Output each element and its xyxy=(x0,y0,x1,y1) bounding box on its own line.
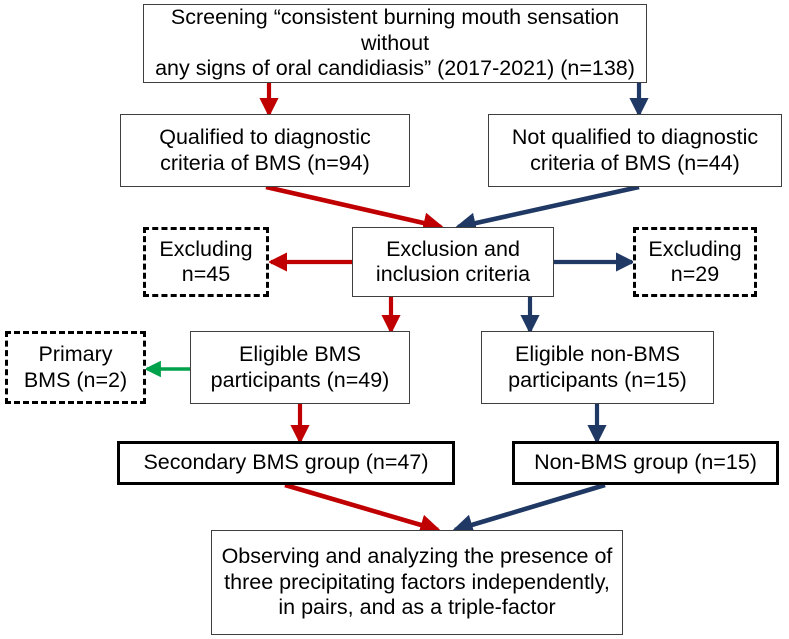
node-criteria: Exclusion and inclusion criteria xyxy=(352,227,554,297)
node-screening: Screening “consistent burning mouth sens… xyxy=(143,4,647,83)
node-not-qualified-label: Not qualified to diagnostic criteria of … xyxy=(511,125,759,175)
edge-qualified-to-criteria xyxy=(265,184,445,234)
node-qualified-label: Qualified to diagnostic criteria of BMS … xyxy=(159,125,371,175)
node-eligible-bms-label: Eligible BMS participants (n=49) xyxy=(210,342,390,392)
node-screening-label: Screening “consistent burning mouth sens… xyxy=(155,5,635,81)
node-excluding-left-label: Excluding n=45 xyxy=(159,236,253,286)
node-observing: Observing and analyzing the presence of … xyxy=(211,530,623,635)
edge-non-bms-group-to-observing xyxy=(451,482,606,536)
node-non-bms-group-label: Non-BMS group (n=15) xyxy=(534,450,757,475)
node-secondary-bms-group: Secondary BMS group (n=47) xyxy=(117,441,455,485)
edge-not-qualified-to-criteria xyxy=(454,184,640,234)
edge-secondary-group-to-observing xyxy=(284,482,442,536)
node-secondary-bms-group-label: Secondary BMS group (n=47) xyxy=(143,450,429,475)
node-qualified: Qualified to diagnostic criteria of BMS … xyxy=(120,114,410,187)
node-excluding-right-label: Excluding n=29 xyxy=(648,236,742,286)
node-non-bms-group: Non-BMS group (n=15) xyxy=(512,441,779,485)
node-primary-bms-label: Primary BMS (n=2) xyxy=(23,342,128,392)
node-observing-label: Observing and analyzing the presence of … xyxy=(221,544,613,620)
node-criteria-label: Exclusion and inclusion criteria xyxy=(375,236,531,286)
node-eligible-non-bms-label: Eligible non-BMS participants (n=15) xyxy=(508,342,687,392)
node-primary-bms: Primary BMS (n=2) xyxy=(5,331,146,404)
node-eligible-non-bms: Eligible non-BMS participants (n=15) xyxy=(481,331,714,404)
node-excluding-right: Excluding n=29 xyxy=(633,227,757,297)
node-excluding-left: Excluding n=45 xyxy=(143,227,269,297)
node-eligible-bms: Eligible BMS participants (n=49) xyxy=(190,331,410,404)
node-not-qualified: Not qualified to diagnostic criteria of … xyxy=(488,114,782,187)
